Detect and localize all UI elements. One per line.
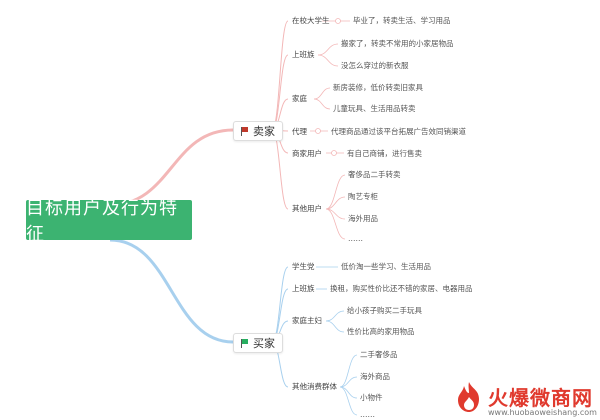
root-topic[interactable]: 目标用户及行为特征: [26, 198, 192, 245]
watermark: 火爆微商网 www.huobaoweishang.com: [452, 380, 600, 420]
connector: [339, 354, 358, 388]
buyer-node[interactable]: 买家: [233, 333, 283, 353]
connector: [317, 54, 339, 67]
seller-leaf-office-0: 搬家了，转卖不常用的小家居物品: [341, 39, 454, 48]
buyer-leaf-office-0: 换租，购买性价比还不错的家居、电器用品: [330, 284, 473, 293]
connector: [271, 54, 289, 131]
flame-logo-icon: [458, 382, 479, 412]
connector: [325, 196, 346, 210]
seller-cat-office[interactable]: 上班族: [292, 50, 315, 59]
seller-leaf-others-0: 奢侈品二手转卖: [348, 170, 401, 179]
buyer-cat-office[interactable]: 上班族: [292, 284, 315, 293]
collapse-dot-icon: [315, 128, 321, 134]
connector: [339, 386, 358, 399]
seller-leaf-office-1: 没怎么穿过的新衣服: [341, 61, 409, 70]
seller-leaf-others-3: ……: [348, 234, 363, 243]
collapse-dot-icon: [335, 18, 341, 24]
seller-leaf-family-0: 新房装修，低价转卖旧家具: [333, 83, 423, 92]
seller-leaf-others-2: 海外用品: [348, 214, 378, 223]
connector: [325, 174, 346, 210]
seller-cat-students[interactable]: 在校大学生: [292, 16, 330, 25]
watermark-title: 火爆微商网: [488, 386, 593, 410]
connector: [339, 376, 358, 388]
green-flag-icon: [241, 338, 249, 348]
connector: [325, 310, 345, 322]
buyer-leaf-others-0: 二手奢侈品: [360, 350, 398, 359]
buyer-cat-others[interactable]: 其他消费群体: [292, 382, 337, 391]
buyer-leaf-homemaker-0: 给小孩子购买二手玩具: [347, 306, 422, 315]
seller-node[interactable]: 卖家: [233, 121, 283, 141]
buyer-leaf-homemaker-1: 性价比高的家用物品: [347, 327, 415, 336]
seller-cat-agent[interactable]: 代理: [292, 127, 307, 136]
connector: [109, 238, 234, 344]
seller-leaf-agent-0: 代理商品通过该平台拓展广告效同销渠道: [331, 127, 466, 136]
buyer-leaf-others-3: ……: [360, 410, 375, 419]
seller-leaf-merchant-0: 有自己商铺，进行售卖: [347, 149, 422, 158]
root-label: 目标用户及行为特征: [26, 198, 178, 245]
buyer-cat-students[interactable]: 学生党: [292, 262, 315, 271]
buyer-cat-homemaker[interactable]: 家庭主妇: [292, 316, 322, 325]
seller-leaf-family-1: 儿童玩具、生活用品转卖: [333, 104, 416, 113]
buyer-leaf-students-0: 低价淘一些学习、生活用品: [341, 262, 431, 271]
seller-label: 卖家: [253, 125, 275, 138]
buyer-leaf-others-2: 小物件: [360, 393, 383, 402]
seller-leaf-students-0: 毕业了，转卖生活、学习用品: [353, 16, 451, 25]
buyer-leaf-others-1: 海外商品: [360, 372, 390, 381]
watermark-url: www.huobaoweishang.com: [488, 408, 597, 417]
connector: [317, 43, 339, 56]
connector: [313, 98, 331, 110]
collapse-dot-icon: [331, 150, 337, 156]
red-flag-icon: [241, 126, 249, 136]
buyer-label: 买家: [253, 337, 275, 350]
connector: [313, 87, 331, 100]
seller-leaf-others-1: 陶艺专柜: [348, 192, 378, 201]
connector: [325, 208, 346, 240]
seller-cat-merchant[interactable]: 商家用户: [292, 149, 322, 158]
seller-cat-others[interactable]: 其他用户: [292, 204, 322, 213]
connector: [325, 320, 345, 333]
connector: [339, 386, 358, 416]
seller-cat-family[interactable]: 家庭: [292, 94, 307, 103]
